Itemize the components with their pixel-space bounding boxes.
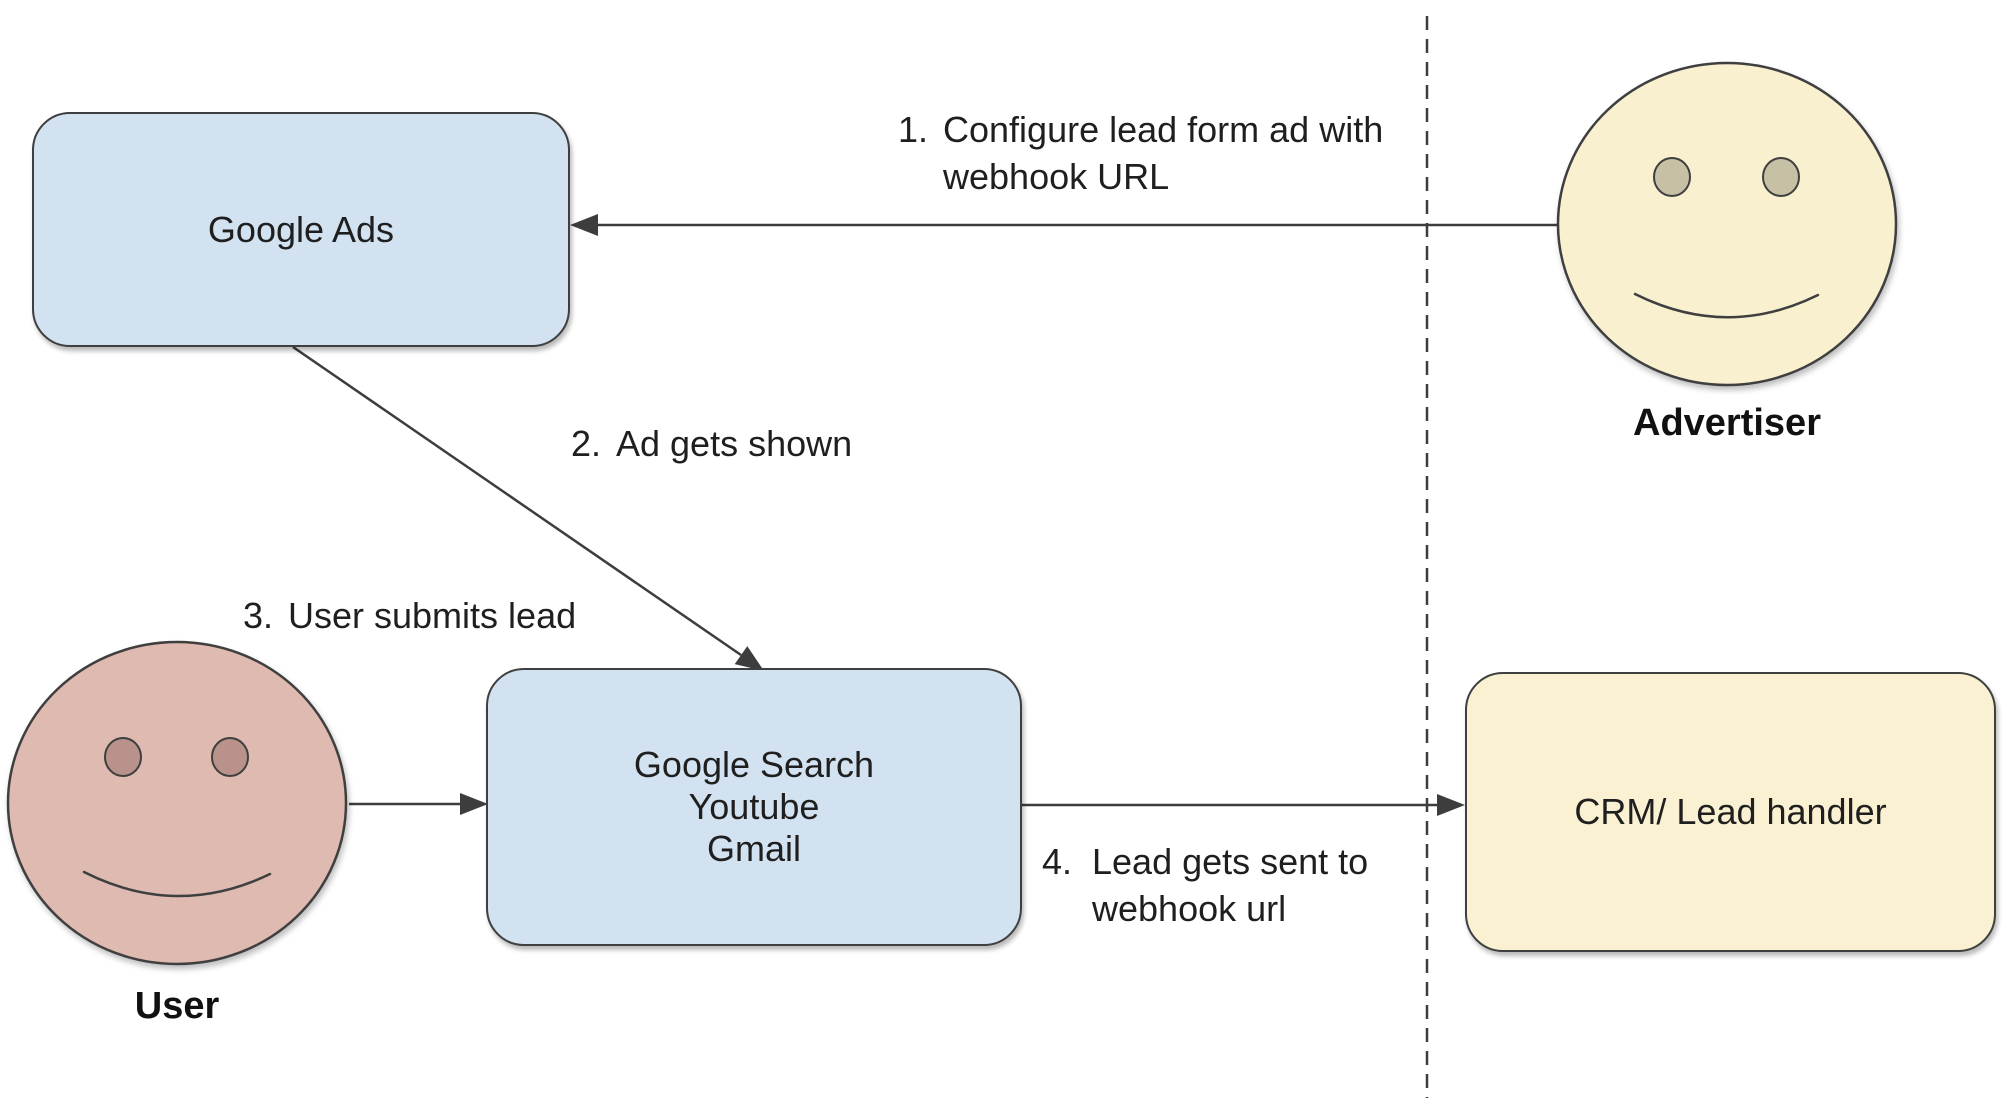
arrowhead-diagonal-icon [734, 646, 764, 671]
step1-number: 1. [898, 109, 929, 150]
step3-number: 3. [243, 595, 274, 636]
step3-annotation: 3. User submits lead [243, 592, 576, 639]
user-smile [82, 870, 272, 898]
arrow-surfaces-to-crm [1018, 794, 1465, 816]
step4-annotation: 4. Lead gets sent to webhook url [1042, 838, 1402, 932]
arrow-advertiser-to-google-ads [570, 214, 1558, 236]
step3-text: User submits lead [288, 595, 577, 636]
user-right-eye [211, 737, 249, 777]
advertiser-smile [1633, 292, 1820, 319]
advertiser-label: Advertiser [1633, 402, 1821, 444]
user-head [6, 640, 348, 966]
google-ads-node-label: Google Ads [207, 208, 395, 250]
step2-annotation: 2. Ad gets shown [571, 420, 852, 467]
arrow-google-ads-to-surfaces [292, 345, 764, 671]
crm-node-label: CRM/ Lead handler [1574, 791, 1887, 832]
advertiser-right-eye [1762, 157, 1800, 197]
arrowhead-right-icon [460, 793, 488, 815]
google-surfaces-node-label: Google Search Youtube Gmail [634, 744, 874, 870]
step1-text: Configure lead form ad with webhook URL [943, 109, 1384, 197]
google-ads-node: Google Ads [32, 112, 570, 347]
user-left-eye [104, 737, 142, 777]
step2-number: 2. [571, 423, 602, 464]
arrow-user-to-surfaces [349, 793, 488, 815]
step4-text: Lead gets sent to webhook url [1092, 841, 1369, 929]
step4-number: 4. [1042, 841, 1073, 882]
arrowhead-left-icon [570, 214, 598, 236]
step2-text: Ad gets shown [616, 423, 853, 464]
user-label: User [134, 985, 220, 1027]
step1-annotation: 1. Configure lead form ad with webhook U… [898, 106, 1398, 200]
advertiser-face [1556, 61, 1898, 387]
crm-lead-handler-node: CRM/ Lead handler [1465, 672, 1996, 952]
google-surfaces-node: Google Search Youtube Gmail [486, 668, 1022, 946]
surface-line-gmail: Gmail [706, 828, 801, 869]
advertiser-left-eye [1653, 157, 1691, 197]
advertiser-head [1556, 61, 1898, 387]
surface-line-youtube: Youtube [688, 786, 820, 827]
user-face [6, 640, 348, 966]
arrowhead-right-icon [1437, 794, 1465, 816]
surface-line-google-search: Google Search [633, 744, 875, 785]
